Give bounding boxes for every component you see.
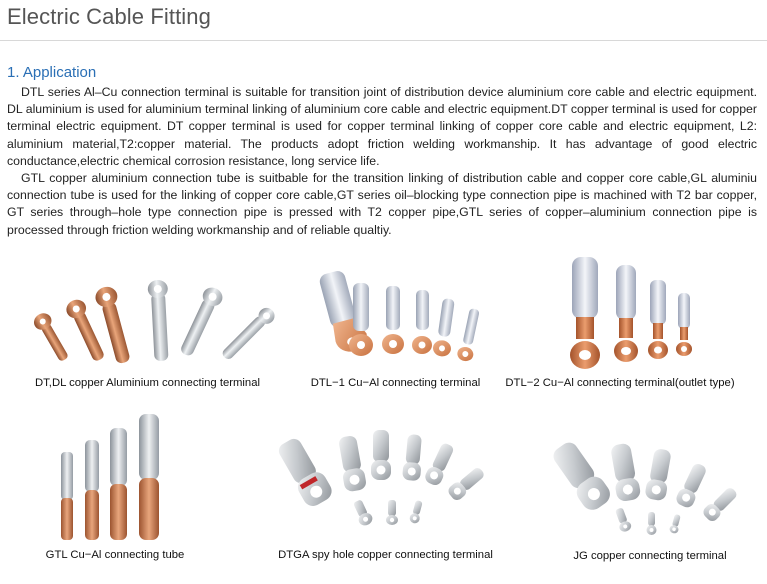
gtl-tube-set-image	[61, 414, 159, 540]
dtga-terminal-set-image	[278, 430, 484, 526]
product-dtl1	[298, 268, 493, 378]
product-gtl	[55, 410, 175, 545]
caption-dtl1: DTL−1 Cu−Al connecting terminal	[310, 377, 481, 389]
product-dtga	[268, 428, 503, 543]
page-title: Electric Cable Fitting	[7, 4, 211, 29]
product-jg	[540, 440, 755, 545]
copper-aluminium-terminal-set-image	[33, 279, 275, 364]
application-paragraph-1: DTL series Al–Cu connection terminal is …	[7, 85, 757, 168]
dtl2-terminal-set-image	[570, 257, 692, 369]
application-paragraph-2: GTL copper aluminium connection tube is …	[7, 171, 757, 237]
caption-dtl2: DTL−2 Cu−Al connecting terminal(outlet t…	[505, 377, 735, 389]
caption-gtl: GTL Cu−Al connecting tube	[45, 549, 185, 561]
title-divider	[0, 40, 767, 41]
caption-dt-dl: DT,DL copper Aluminium connecting termin…	[35, 377, 260, 389]
caption-dtga: DTGA spy hole copper connecting terminal	[278, 549, 493, 561]
dtl1-terminal-set-image	[319, 271, 480, 362]
caption-jg: JG copper connecting terminal	[573, 550, 727, 562]
product-dt-dl	[15, 268, 280, 378]
section-heading: 1. Application	[7, 64, 97, 81]
jg-terminal-set-image	[553, 442, 737, 535]
product-dtl2	[560, 255, 710, 378]
application-text: DTL series Al–Cu connection terminal is …	[7, 84, 757, 239]
